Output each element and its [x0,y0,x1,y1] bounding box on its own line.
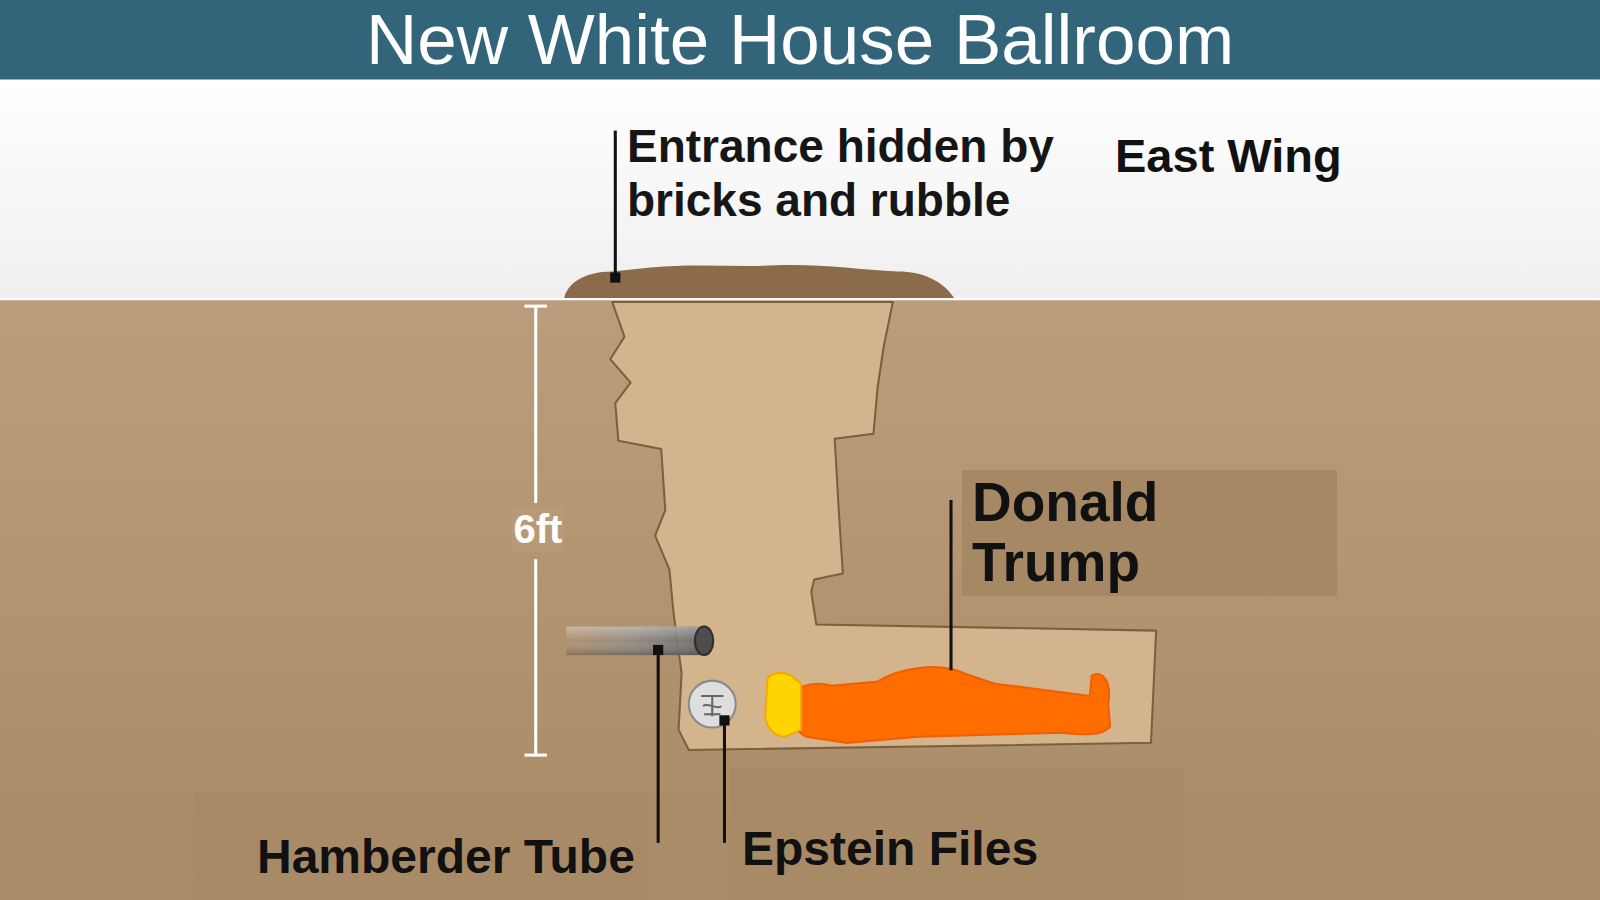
files-emblem [701,696,723,716]
title: New White House Ballroom [0,0,1600,80]
title-bar [0,0,1600,80]
dimension-tick [524,754,546,757]
leader-dot [653,645,663,655]
leader-line [614,131,617,276]
rubble-mound [564,265,954,298]
region-label: East Wing [1115,128,1342,184]
leader-line [949,500,952,670]
dimension-line [534,306,537,503]
box-label: Epstein Files [742,820,1038,878]
tube-body [566,627,705,656]
figure-body [791,667,1110,743]
box-label: Hamberder Tube [257,828,635,886]
dimension-label: 6ft [512,507,565,551]
ground-line [0,298,1600,301]
dimension-tick [524,305,546,308]
callout-label: Entrance hidden by bricks and rubble [627,119,1117,227]
tube-opening [695,627,713,656]
files-disk [689,681,736,728]
ground [0,299,1600,900]
leader-line [657,650,660,843]
leader-dot [610,272,620,282]
label-box: Epstein Files [730,767,1184,900]
box-label: Donald Trump [972,472,1202,592]
label-box: Donald Trump [962,470,1337,596]
tube-shade [566,627,705,656]
sky [0,80,1600,299]
label-box: Hamberder Tube [194,791,648,900]
leader-dot [719,715,729,725]
leader-line [723,720,726,842]
figure-hair [765,673,801,737]
dimension-line [534,559,537,755]
